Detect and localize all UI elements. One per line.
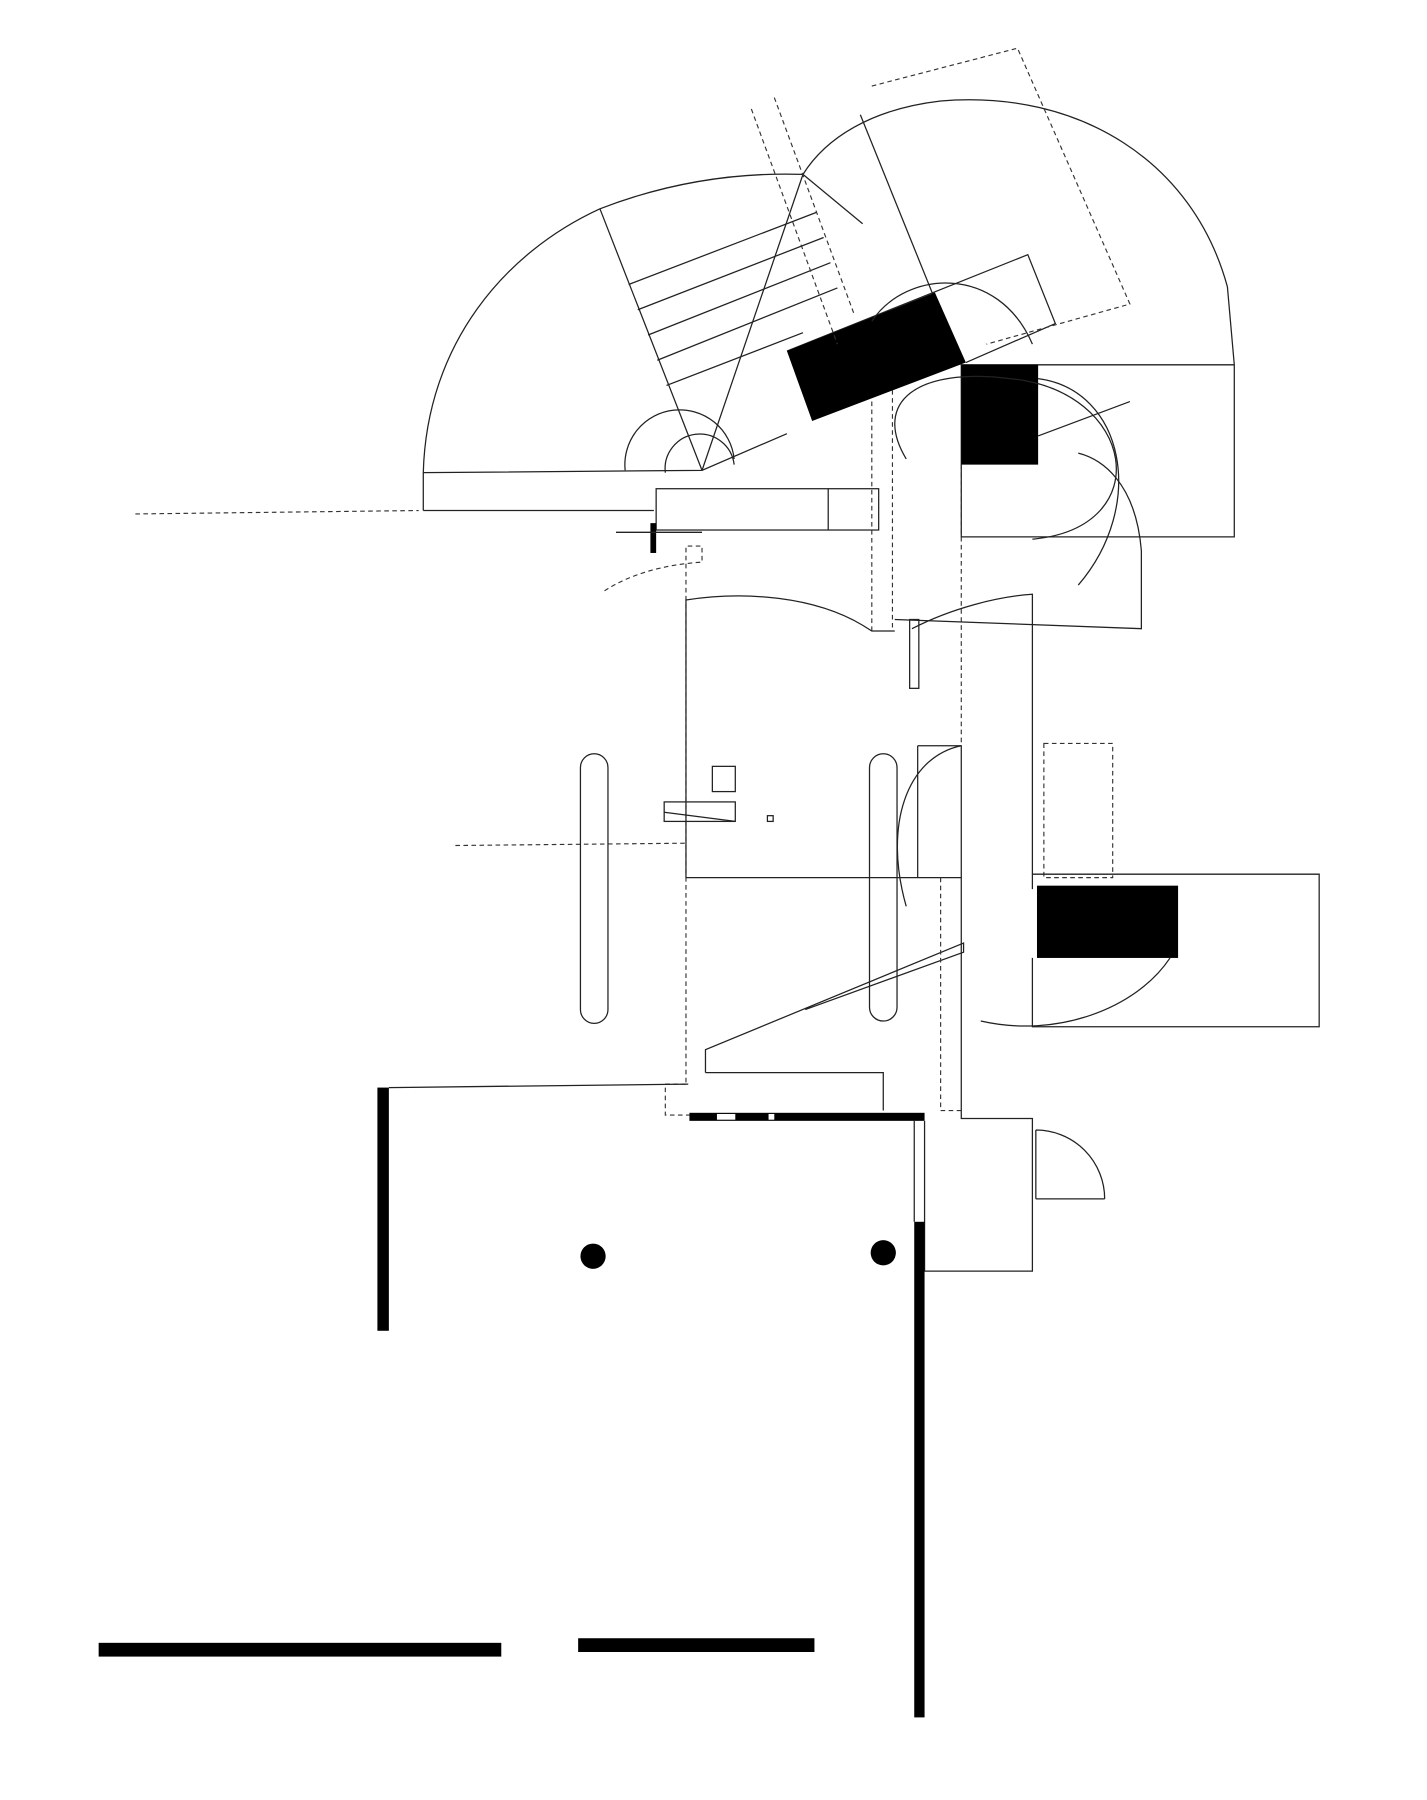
wall-south-left <box>98 1642 502 1657</box>
wall-north <box>689 1112 925 1121</box>
counter <box>655 488 880 531</box>
black-column-rotated <box>786 292 966 422</box>
upper-wing <box>135 47 1235 1085</box>
right-wing <box>980 873 1320 1200</box>
ramp <box>704 942 965 1111</box>
bench <box>663 801 736 823</box>
central-hall <box>455 593 1114 1272</box>
wall-east <box>914 1221 925 1718</box>
courtyard-walls <box>98 1083 925 1718</box>
black-column-east <box>1036 885 1179 958</box>
pillar-right <box>868 753 898 1022</box>
column-round-right <box>870 1240 896 1266</box>
fixture-square <box>711 765 736 793</box>
right-semicircle-room <box>802 99 1235 538</box>
stair-treads <box>628 211 838 387</box>
pillar-left <box>579 753 609 1024</box>
black-column-square <box>961 364 1039 465</box>
wall-south-right <box>578 1638 815 1653</box>
stair-block <box>599 174 804 471</box>
column-round-left <box>580 1243 606 1269</box>
wall-west <box>377 1087 389 1331</box>
left-semicircle-room <box>422 173 864 511</box>
rotated-box <box>786 253 1057 364</box>
door-swing <box>1035 1129 1106 1200</box>
